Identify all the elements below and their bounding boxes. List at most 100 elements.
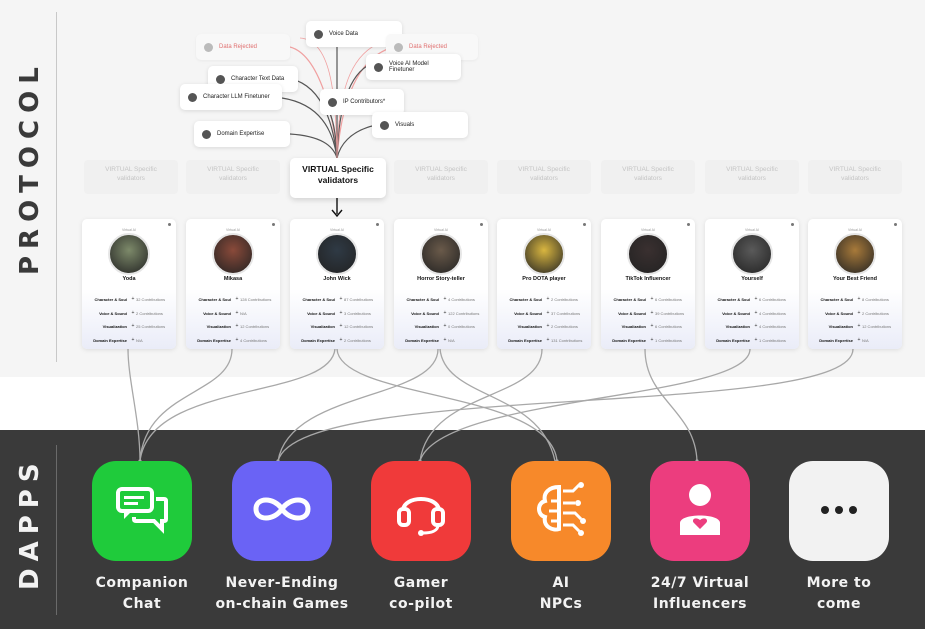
agent-card[interactable]: Virtual AI TikTok Influencer Character &…: [601, 219, 695, 349]
contribution-category: Visualization: [621, 323, 646, 329]
agent-tag: Virtual AI: [434, 228, 448, 232]
contribution-count: 6 Contributions: [655, 323, 682, 329]
dapp-item[interactable]: 24/7 Virtual Influencers: [650, 461, 750, 612]
contribution-category: Domain Expertise: [93, 337, 127, 343]
dapp-item[interactable]: Companion Chat: [92, 461, 192, 612]
avatar: [420, 233, 462, 275]
contribution-count: 25 Contributions: [136, 323, 166, 329]
plus-icon: +: [650, 296, 654, 302]
contribution-row: Voice & Sound+N/A: [190, 310, 278, 316]
dapp-item[interactable]: More to come: [789, 461, 889, 612]
status-dot: [272, 223, 275, 226]
contribution-category: Character & Soul: [302, 296, 335, 302]
dapp-tile[interactable]: [371, 461, 471, 561]
plus-icon: +: [650, 337, 654, 343]
validator-ghost: VIRTUAL Specific validators: [497, 160, 591, 194]
status-dot: [480, 223, 483, 226]
contribution-count: 87 Contributions: [344, 296, 374, 302]
data-source-label: IP Contributors*: [343, 99, 386, 105]
validator-ghost: VIRTUAL Specific validators: [601, 160, 695, 194]
contribution-row: Character & Soul+87 Contributions: [294, 296, 382, 302]
data-source-label: Data Rejected: [409, 44, 448, 50]
dapp-tile[interactable]: [232, 461, 332, 561]
plus-icon: +: [546, 323, 550, 329]
data-source-rejected: Data Rejected: [196, 34, 290, 60]
agent-card[interactable]: Virtual AI Yoda Character & Soul+32 Cont…: [82, 219, 176, 349]
contribution-count: 3 Contributions: [344, 310, 371, 316]
agent-tag: Virtual AI: [122, 228, 136, 232]
agent-name: Yourself: [741, 276, 763, 282]
contribution-row: Voice & Sound+39 Contributions: [605, 310, 693, 316]
contribution-row: Voice & Sound+3 Contributions: [294, 310, 382, 316]
agent-card[interactable]: Virtual AI Horror Story-teller Character…: [394, 219, 488, 349]
contribution-row: Character & Soul+6 Contributions: [709, 296, 797, 302]
contribution-count: 6 Contributions: [759, 296, 786, 302]
contribution-row: Voice & Sound+2 Contributions: [812, 310, 900, 316]
agent-tag: Virtual AI: [848, 228, 862, 232]
headset-icon: [393, 481, 449, 542]
avatar: [394, 42, 403, 52]
contribution-category: Visualization: [310, 323, 335, 329]
avatar: [380, 120, 389, 130]
status-dot: [168, 223, 171, 226]
agent-card[interactable]: Virtual AI John Wick Character & Soul+87…: [290, 219, 384, 349]
plus-icon: +: [443, 310, 447, 316]
dapp-tile[interactable]: [511, 461, 611, 561]
chat-bubbles-icon: [114, 483, 170, 540]
data-source-voice-finetuner: Voice AI Model Finetuner: [366, 54, 461, 80]
contribution-category: Domain Expertise: [301, 337, 335, 343]
contribution-count: 6 Contributions: [655, 296, 682, 302]
plus-icon: +: [754, 323, 758, 329]
contribution-row: Visualization+2 Contributions: [501, 323, 589, 329]
person-heart-icon: [672, 479, 728, 544]
avatar: [627, 233, 669, 275]
contribution-row: Visualization+12 Contributions: [294, 323, 382, 329]
dapp-tile[interactable]: [789, 461, 889, 561]
contribution-row: Character & Soul+4 Contributions: [398, 296, 486, 302]
agent-tag: Virtual AI: [537, 228, 551, 232]
contribution-row: Voice & Sound+4 Contributions: [709, 310, 797, 316]
data-source-ip-contributors: IP Contributors*: [320, 89, 404, 115]
avatar: [316, 233, 358, 275]
contribution-row: Domain Expertise+1 Contributions: [605, 337, 693, 343]
contribution-category: Visualization: [517, 323, 542, 329]
agent-tag: Virtual AI: [641, 228, 655, 232]
contribution-category: Character & Soul: [406, 296, 439, 302]
plus-icon: +: [857, 323, 861, 329]
contribution-category: Visualization: [725, 323, 750, 329]
plus-icon: +: [131, 337, 135, 343]
status-dot: [894, 223, 897, 226]
contribution-category: Voice & Sound: [203, 310, 231, 316]
data-source-llm-finetuner: Character LLM Finetuner: [180, 84, 282, 110]
contribution-category: Voice & Sound: [618, 310, 646, 316]
contribution-count: 1 Contributions: [655, 337, 682, 343]
plus-icon: +: [754, 296, 758, 302]
dapp-item[interactable]: Gamer co-pilot: [371, 461, 471, 612]
contribution-count: 12 Contributions: [344, 323, 374, 329]
agent-card[interactable]: Virtual AI Yourself Character & Soul+6 C…: [705, 219, 799, 349]
plus-icon: +: [650, 310, 654, 316]
contribution-count: 4 Contributions: [759, 323, 786, 329]
dapp-item[interactable]: Never-Ending on-chain Games: [215, 461, 348, 612]
plus-icon: +: [754, 337, 758, 343]
contribution-row: Voice & Sound+37 Contributions: [501, 310, 589, 316]
plus-icon: +: [235, 323, 239, 329]
dapp-tile[interactable]: [92, 461, 192, 561]
status-dot: [791, 223, 794, 226]
brain-circuit-icon: [531, 481, 591, 542]
plus-icon: +: [546, 337, 550, 343]
avatar: [216, 74, 225, 84]
contribution-category: Character & Soul: [820, 296, 853, 302]
contribution-category: Character & Soul: [198, 296, 231, 302]
contribution-row: Domain Expertise+4 Contributions: [190, 337, 278, 343]
dapp-item[interactable]: AI NPCs: [511, 461, 611, 612]
agent-card[interactable]: Virtual AI Mikasa Character & Soul+128 C…: [186, 219, 280, 349]
data-source-label: Voice Data: [329, 31, 359, 37]
dapp-tile[interactable]: [650, 461, 750, 561]
contribution-count: 122 Contributions: [448, 310, 480, 316]
data-source-label: Domain Expertise: [217, 131, 265, 137]
agent-card[interactable]: Virtual AI Your Best Friend Character & …: [808, 219, 902, 349]
contribution-category: Domain Expertise: [819, 337, 853, 343]
contribution-row: Domain Expertise+N/A: [398, 337, 486, 343]
agent-card[interactable]: Virtual AI Pro DOTA player Character & S…: [497, 219, 591, 349]
